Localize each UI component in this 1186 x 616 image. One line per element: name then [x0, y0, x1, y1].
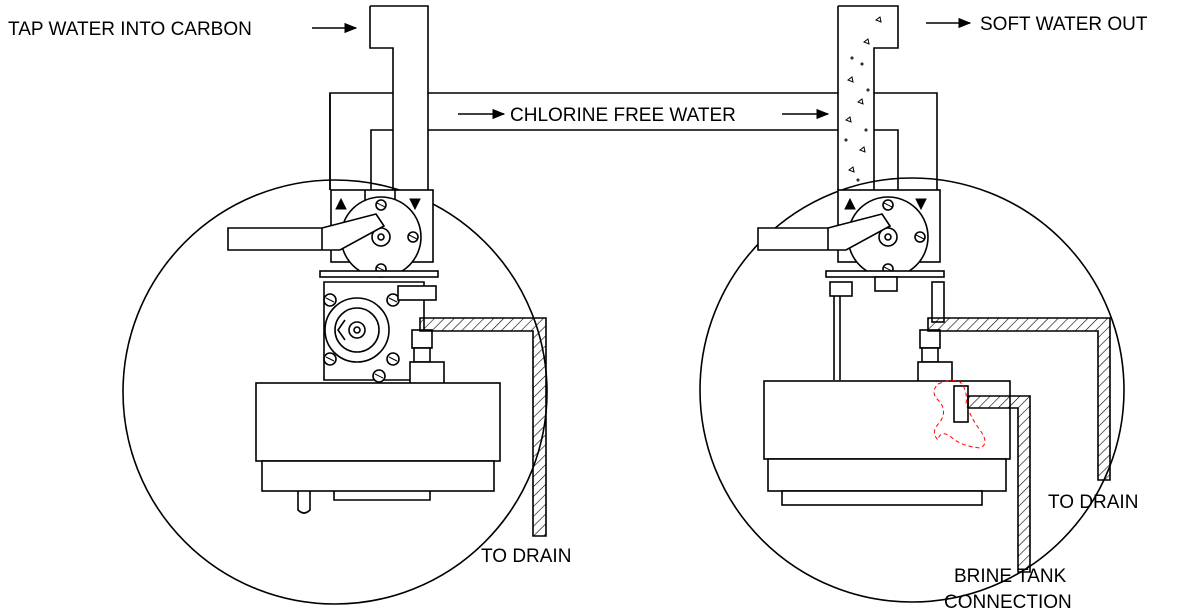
resin-speckle: [844, 16, 882, 182]
left-side-port: [397, 285, 437, 301]
left-timer-hub: [348, 321, 366, 339]
left-flange: [319, 270, 439, 278]
left-timer-screws: [323, 293, 400, 383]
left-assembly: [122, 5, 830, 605]
left-tank-foot: [333, 491, 431, 501]
right-tank-outline: [699, 177, 1125, 603]
left-drain-nut: [409, 361, 445, 385]
left-down-triangle: [409, 198, 421, 211]
soft-water-label: SOFT WATER OUT: [980, 14, 1148, 35]
right-drain-fitting: [921, 347, 939, 363]
left-drain-line: [419, 317, 547, 537]
right-drain-nut: [917, 361, 953, 383]
right-outlet-pipe: [837, 5, 899, 190]
left-drain-nipple: [411, 329, 433, 349]
left-tank-pin: [297, 491, 311, 514]
left-drain-fitting: [413, 347, 431, 363]
left-to-drain-label: TO DRAIN: [481, 546, 571, 567]
right-flange-lug: [874, 276, 898, 292]
left-tank-collar: [261, 460, 495, 492]
right-tank-collar: [767, 458, 1007, 492]
right-to-drain-label: TO DRAIN: [1048, 492, 1138, 513]
tap-water-label: TAP WATER INTO CARBON: [8, 19, 252, 40]
right-down-triangle: [915, 198, 927, 211]
left-tank-head: [255, 382, 501, 462]
right-bypass-frame: [830, 92, 938, 190]
brine-label-line1: BRINE TANK: [954, 566, 1067, 587]
left-timer-hub-center: [353, 326, 361, 334]
left-timer-ring: [334, 307, 380, 353]
left-inlet-pipe: [369, 5, 429, 190]
chlorine-free-label: CHLORINE FREE WATER: [510, 105, 736, 126]
left-up-triangle: [335, 197, 347, 210]
left-timer-pointer: [337, 319, 346, 341]
right-assembly: [699, 5, 1125, 603]
brine-line: [967, 395, 1031, 573]
brine-label-line2: CONNECTION: [944, 592, 1072, 613]
right-tank-foot: [781, 490, 983, 506]
brine-fitting: [953, 385, 969, 423]
right-drain-nipple: [919, 329, 941, 349]
right-valve-hub-center: [884, 233, 892, 241]
left-tank-outline: [122, 179, 548, 605]
right-side-port: [931, 281, 945, 323]
right-up-triangle: [844, 197, 856, 210]
right-flange: [825, 270, 945, 278]
right-drain-line: [927, 317, 1111, 481]
brine-area-outline: [933, 379, 986, 449]
right-left-lug: [829, 281, 853, 297]
left-valve-hub-center: [377, 233, 385, 241]
